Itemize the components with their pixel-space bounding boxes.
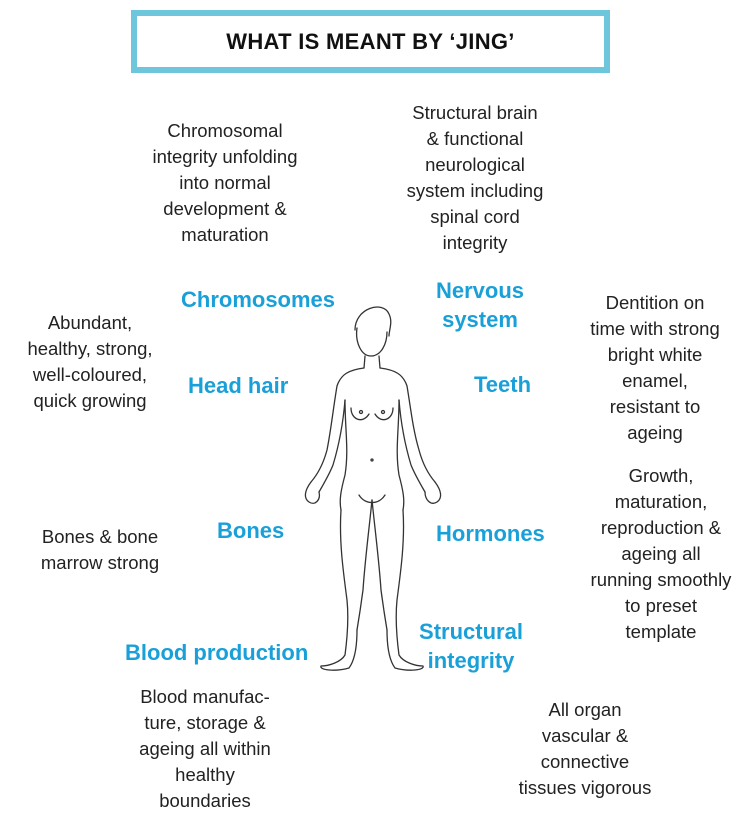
desc-chromosomes: Chromosomal integrity unfolding into nor…: [135, 118, 315, 248]
desc-blood-production: Blood manufac- ture, storage & ageing al…: [115, 684, 295, 814]
label-blood-production: Blood production: [125, 638, 308, 667]
desc-hormones: Growth, maturation, reproduction & agein…: [566, 463, 756, 645]
title-box: WHAT IS MEANT BY ‘JING’: [131, 10, 610, 73]
human-body-figure: [285, 300, 485, 680]
desc-nervous-system: Structural brain & functional neurologic…: [380, 100, 570, 256]
desc-structural-integrity: All organ vascular & connective tissues …: [495, 697, 675, 801]
desc-bones: Bones & bone marrow strong: [15, 524, 185, 576]
page-title: WHAT IS MEANT BY ‘JING’: [226, 29, 514, 55]
desc-teeth: Dentition on time with strong bright whi…: [565, 290, 745, 446]
desc-head-hair: Abundant, healthy, strong, well-coloured…: [0, 310, 180, 414]
label-head-hair: Head hair: [188, 371, 288, 400]
label-bones: Bones: [217, 516, 284, 545]
